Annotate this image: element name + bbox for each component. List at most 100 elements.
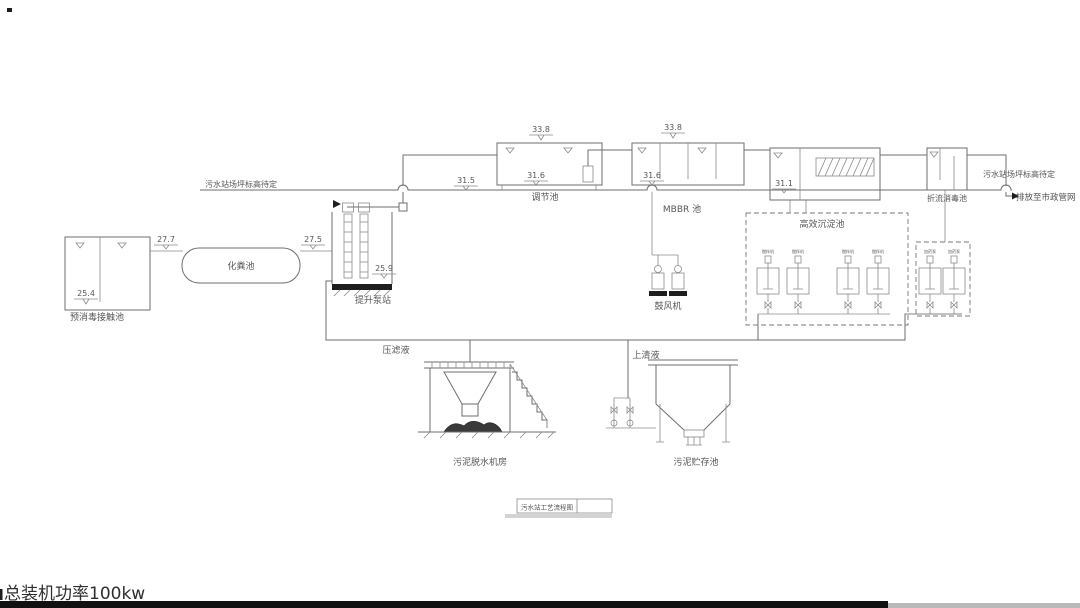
pump-icon <box>626 419 634 427</box>
base-hatch <box>333 289 391 297</box>
mixer-shaft <box>949 263 959 290</box>
equipment-label: 搅拌机 <box>792 248 804 254</box>
valve-icon <box>950 294 958 314</box>
blower-base <box>649 291 667 296</box>
tank-outline <box>769 147 881 201</box>
valve-icon <box>794 294 802 314</box>
elevation-marker-icon <box>74 298 98 305</box>
title-block: 污水站工艺流程图 <box>505 498 613 518</box>
mbbr-label: MBBR 池 <box>663 203 701 215</box>
pump-column <box>359 213 369 279</box>
equipment-label: 搅拌机 <box>872 248 884 254</box>
tank-outline <box>181 247 301 284</box>
lift-pump-station: 25.9 提升泵站 <box>331 200 396 306</box>
pump-motor-icon <box>342 202 354 213</box>
title-rules <box>505 499 612 518</box>
tank-baffles <box>939 148 955 190</box>
lift-pump-label: 提升泵站 <box>355 294 391 306</box>
mixer-motor-icon <box>794 255 802 264</box>
pump-rungs <box>344 221 352 273</box>
tank-top <box>648 359 738 366</box>
power-note: 总装机功率100kw <box>4 584 145 604</box>
valve-icon <box>926 294 934 314</box>
discharge-label: 排放至市政管网 <box>1016 192 1076 203</box>
mixer-unit: 搅拌机 <box>836 248 860 314</box>
flag-icon <box>333 200 341 208</box>
ground-left-label: 污水站场坪标高待定 <box>205 179 277 189</box>
water-level-icon <box>929 151 939 158</box>
sedimentation-label: 高效沉淀池 <box>799 218 844 230</box>
tank-outline <box>64 236 151 311</box>
lamella-hatch <box>817 157 875 177</box>
stairs <box>512 371 548 428</box>
dashed-boundary-dosing <box>915 241 971 317</box>
hopper <box>443 371 497 417</box>
dosing-unit: 加药泵 <box>942 248 966 314</box>
septic-label: 化粪池 <box>227 260 254 272</box>
elevation-value: 33.8 <box>532 125 550 134</box>
stream-labels: 压滤液 上清液 <box>382 344 659 361</box>
elevation-marker-icon <box>372 273 396 279</box>
supernatant-label: 上清液 <box>632 349 659 361</box>
mbbr-tank: 33.8 31.6 MBBR 池 <box>631 123 745 215</box>
elevation-marker-icon <box>154 244 178 250</box>
jump-mask <box>647 186 657 192</box>
mixer-motor-icon <box>926 255 934 264</box>
pre-disinfection-tank: 25.4 预消毒接触池 <box>64 236 183 323</box>
elevation-marker-icon <box>524 180 548 186</box>
jump-mask <box>1001 186 1011 192</box>
tank-supports <box>501 185 597 190</box>
mixer-shaft <box>843 263 853 290</box>
blower-unit: 鼓风机 <box>649 265 687 312</box>
equipment-label: 加药泵 <box>924 248 936 254</box>
sludge-storage-tank: 污泥贮存池 <box>606 359 738 468</box>
wet-well-walls <box>331 212 393 284</box>
platform-beams <box>424 361 514 369</box>
tank-outline <box>496 142 603 186</box>
elevation-marker-icon <box>640 180 664 186</box>
lamella-module <box>815 157 875 177</box>
elevation-value: 31.1 <box>775 179 793 188</box>
drawing-title: 污水站工艺流程图 <box>521 503 573 512</box>
elevation-value: 25.4 <box>77 289 95 298</box>
elevation-marker-icon <box>529 134 553 141</box>
elevation-marker-icon <box>661 132 685 139</box>
blower-base <box>669 291 687 296</box>
dosing-unit: 加药泵 <box>918 248 942 314</box>
filtrate-label: 压滤液 <box>382 344 409 356</box>
jump-mask <box>398 186 408 192</box>
tank-outline <box>926 147 968 191</box>
pipe-discharge <box>967 154 1012 197</box>
tank-walls <box>655 365 731 404</box>
elevation-value: 33.8 <box>664 123 682 132</box>
tank-legs <box>656 404 730 443</box>
tank-baffles <box>659 143 717 179</box>
blower-motor-icon <box>674 265 682 273</box>
baffle-disinfection-label: 折流消毒池 <box>927 193 967 203</box>
elevation-value: 25.9 <box>375 264 393 273</box>
process-pipes <box>325 149 1019 398</box>
pump-assembly-pipes <box>606 397 656 429</box>
clipped-character-fragment <box>0 589 3 600</box>
regulating-label: 调节池 <box>531 191 558 203</box>
corner-mark <box>7 8 12 12</box>
valve-icon <box>764 294 772 314</box>
submersible-pump-icon <box>582 165 594 183</box>
bottom-bar-light <box>888 603 1080 608</box>
equipment-label: 加药泵 <box>948 248 960 254</box>
mixer-shaft <box>925 263 935 290</box>
mixer-unit: 搅拌机 <box>866 248 890 314</box>
blower-body <box>671 272 685 290</box>
blower-motor-icon <box>654 265 662 273</box>
elevation-value: 27.7 <box>157 235 175 244</box>
mixer-unit: 搅拌机 <box>786 248 810 314</box>
columns <box>429 368 511 432</box>
platform-ticks <box>431 362 505 368</box>
title-box <box>516 498 613 514</box>
ground-right-label: 污水站场坪标高待定 <box>983 169 1055 179</box>
blower-label: 鼓风机 <box>654 300 681 312</box>
elevation-value: 31.6 <box>527 171 545 180</box>
pipe-air <box>651 185 679 265</box>
water-level-icon <box>505 147 573 154</box>
